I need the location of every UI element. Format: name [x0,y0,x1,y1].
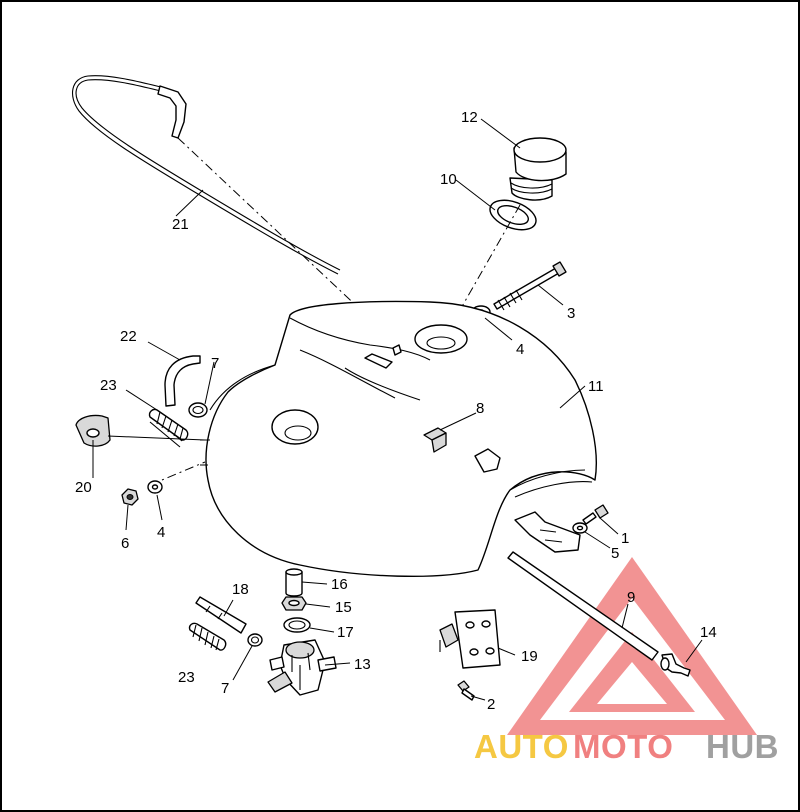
callout-11: 11 [588,378,604,395]
watermark-wordmark: AUTO MOTO HUB [474,728,779,765]
watermark-text-moto: MOTO [573,728,673,765]
part-4-washer-left [147,480,163,494]
watermark-text-hub: HUB [706,728,779,765]
callout-23-lower: 23 [178,669,195,686]
callout-7-upper: 7 [211,355,219,372]
leader-lines [92,118,703,701]
part-17-oring [283,617,311,633]
callout-10: 10 [440,171,457,188]
callout-14: 14 [700,624,717,641]
callout-8: 8 [476,400,484,417]
callout-20: 20 [75,479,92,496]
part-11-fuel-tank [200,300,597,578]
part-13-fuel-valve [267,639,337,696]
part-6-nut [121,488,139,506]
callout-19: 19 [521,648,538,665]
callout-3: 3 [567,305,575,322]
callout-16: 16 [331,576,348,593]
part-7-clamp-lower [247,633,263,647]
part-3-bolt [493,261,567,311]
callout-1: 1 [621,530,629,547]
callout-labels: 12 10 21 3 4 11 8 22 7 23 20 6 4 1 5 16 … [75,109,717,713]
part-18-hose [195,596,247,634]
part-10-gasket [489,199,537,231]
callout-6: 6 [121,535,129,552]
part-2-screw [457,680,475,701]
part-23-spring-lower [188,622,227,651]
part-20-bracket [75,414,111,447]
callout-12: 12 [461,109,478,126]
part-8-clip [423,427,447,453]
part-19-plate [439,609,501,669]
part-7-clamp-upper [188,402,208,418]
assembly-line-20 [107,435,206,441]
callout-13: 13 [354,656,371,673]
callout-9: 9 [627,589,635,606]
part-16-filter [285,568,303,597]
part-22-hose [164,355,201,407]
callout-17: 17 [337,624,354,641]
callout-18: 18 [232,581,249,598]
callout-4-top: 4 [516,341,524,358]
part-14-fitting [660,653,691,677]
part-1-screw [582,504,609,525]
watermark-text-auto: AUTO [474,728,569,765]
callout-15: 15 [335,599,352,616]
part-21-cable [71,75,341,275]
callout-2: 2 [487,696,495,713]
callout-23-upper: 23 [100,377,117,394]
callout-21: 21 [172,216,189,233]
part-5-washer [572,522,588,534]
part-15-nut [281,596,307,611]
callout-7-lower: 7 [221,680,229,697]
callout-5: 5 [611,545,619,562]
callout-22: 22 [120,328,137,345]
part-9-hose [507,551,659,661]
part-12-fuel-cap [509,137,567,201]
part-23-spring-upper [148,408,189,448]
callout-4-left: 4 [157,524,165,541]
tank-bracket [474,448,581,553]
watermark-triangle-hole [597,662,667,704]
